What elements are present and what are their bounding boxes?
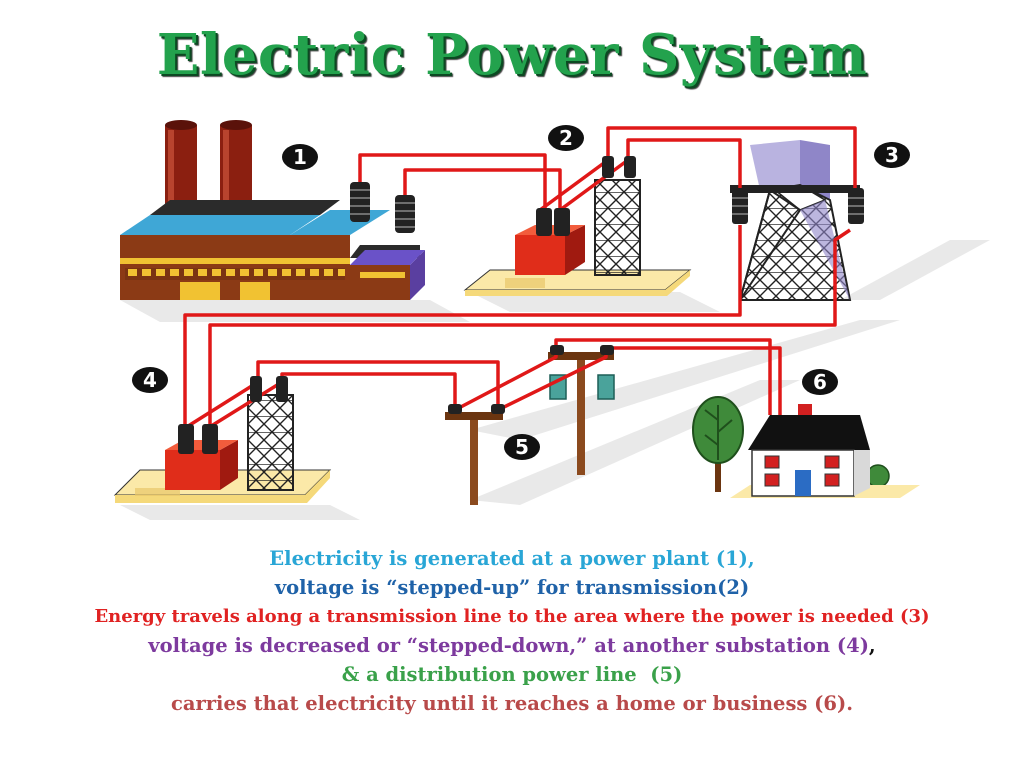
power-plant-icon xyxy=(120,120,425,300)
step-down-substation-icon xyxy=(115,395,330,503)
caption-line-2: voltage is “stepped-up” for transmission… xyxy=(0,573,1024,602)
caption-line-6: carries that electricity until it reache… xyxy=(0,689,1024,718)
caption: Electricity is generated at a power plan… xyxy=(0,544,1024,718)
marker-6-label: 6 xyxy=(813,370,827,394)
caption-line-4: voltage is decreased or “stepped-down,” … xyxy=(0,631,1024,660)
caption-line-4-text: voltage is decreased or “stepped-down,” … xyxy=(148,634,869,657)
marker-5-label: 5 xyxy=(515,435,529,459)
caption-line-5: & a distribution power line (5) xyxy=(0,660,1024,689)
transmission-tower-icon xyxy=(730,140,860,300)
marker-1-label: 1 xyxy=(293,145,307,169)
house-icon xyxy=(730,404,920,498)
power-system-diagram: 1 2 3 4 5 6 xyxy=(0,0,1024,540)
marker-2-label: 2 xyxy=(559,126,573,150)
caption-line-3: Energy travels along a transmission line… xyxy=(0,602,1024,631)
caption-line-4-comma: , xyxy=(869,634,876,657)
marker-4-label: 4 xyxy=(143,368,157,392)
marker-3-label: 3 xyxy=(885,143,899,167)
caption-line-1: Electricity is generated at a power plan… xyxy=(0,544,1024,573)
